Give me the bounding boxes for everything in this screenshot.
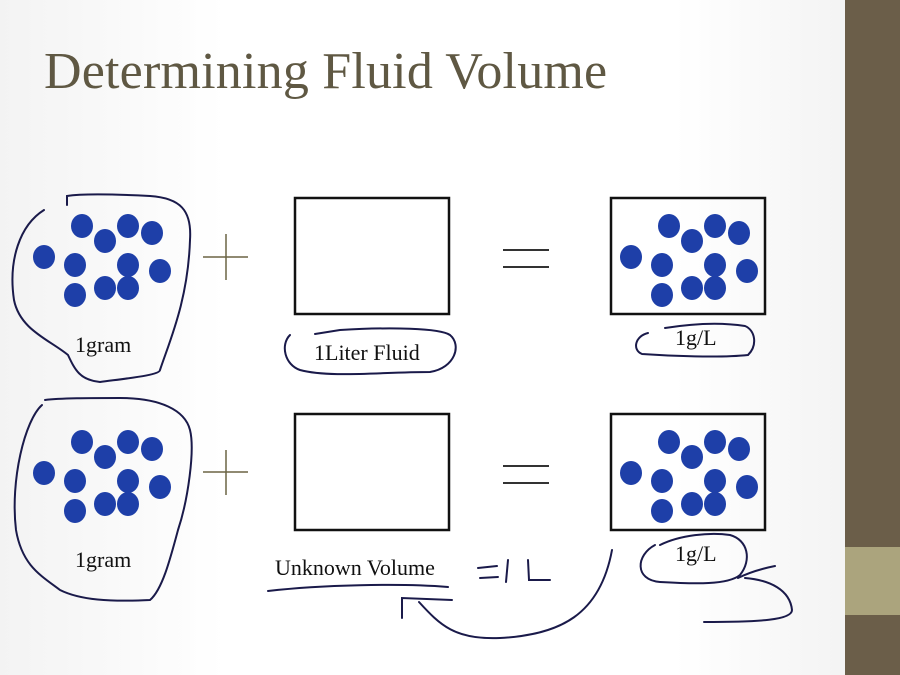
equals-sign-row2 [503, 465, 549, 484]
result-label-row1: 1g/L [675, 325, 717, 350]
fluid-label-row1: 1Liter Fluid [314, 340, 420, 365]
particle [736, 259, 758, 283]
solute-label-row1: 1gram [75, 332, 132, 357]
slide-sidebar-accent [845, 547, 900, 615]
particle [64, 253, 86, 277]
particle [149, 475, 171, 499]
fluid-box-row1 [293, 196, 451, 316]
slide-title: Determining Fluid Volume [44, 43, 608, 100]
particle [94, 229, 116, 253]
particle [658, 214, 680, 238]
particle [651, 499, 673, 523]
particle [149, 259, 171, 283]
particle [651, 253, 673, 277]
particle [33, 461, 55, 485]
particle [704, 253, 726, 277]
particle [658, 430, 680, 454]
particle [728, 437, 750, 461]
result-label-row2: 1g/L [675, 541, 717, 566]
result-box-row2 [609, 412, 767, 532]
particle [117, 430, 139, 454]
particle [736, 475, 758, 499]
plus-sign-row1 [203, 234, 248, 280]
particles [33, 214, 758, 523]
particle [728, 221, 750, 245]
particle [704, 492, 726, 516]
particle [117, 276, 139, 300]
particle [704, 430, 726, 454]
solute-label-row2: 1gram [75, 547, 132, 572]
particle [681, 445, 703, 469]
particle [117, 469, 139, 493]
particle [620, 245, 642, 269]
fluid-label-row2: Unknown Volume [275, 555, 435, 580]
particle [681, 492, 703, 516]
particle [94, 492, 116, 516]
particle [71, 214, 93, 238]
particle [64, 469, 86, 493]
plus-sign-row2 [203, 450, 248, 495]
particle [141, 221, 163, 245]
fluid-box-row2 [293, 412, 451, 532]
particle [71, 430, 93, 454]
particle [64, 499, 86, 523]
particle [117, 492, 139, 516]
particle [681, 276, 703, 300]
equals-sign-row1 [503, 249, 549, 268]
particle [94, 445, 116, 469]
particle [141, 437, 163, 461]
particle [651, 469, 673, 493]
particle [704, 214, 726, 238]
particle [704, 469, 726, 493]
particle [117, 253, 139, 277]
handwritten-annotations [11, 193, 794, 640]
particle [681, 229, 703, 253]
particle [117, 214, 139, 238]
particle [704, 276, 726, 300]
particle [620, 461, 642, 485]
result-box-row1 [609, 196, 767, 316]
particle [94, 276, 116, 300]
particle [651, 283, 673, 307]
particle [33, 245, 55, 269]
particle [64, 283, 86, 307]
